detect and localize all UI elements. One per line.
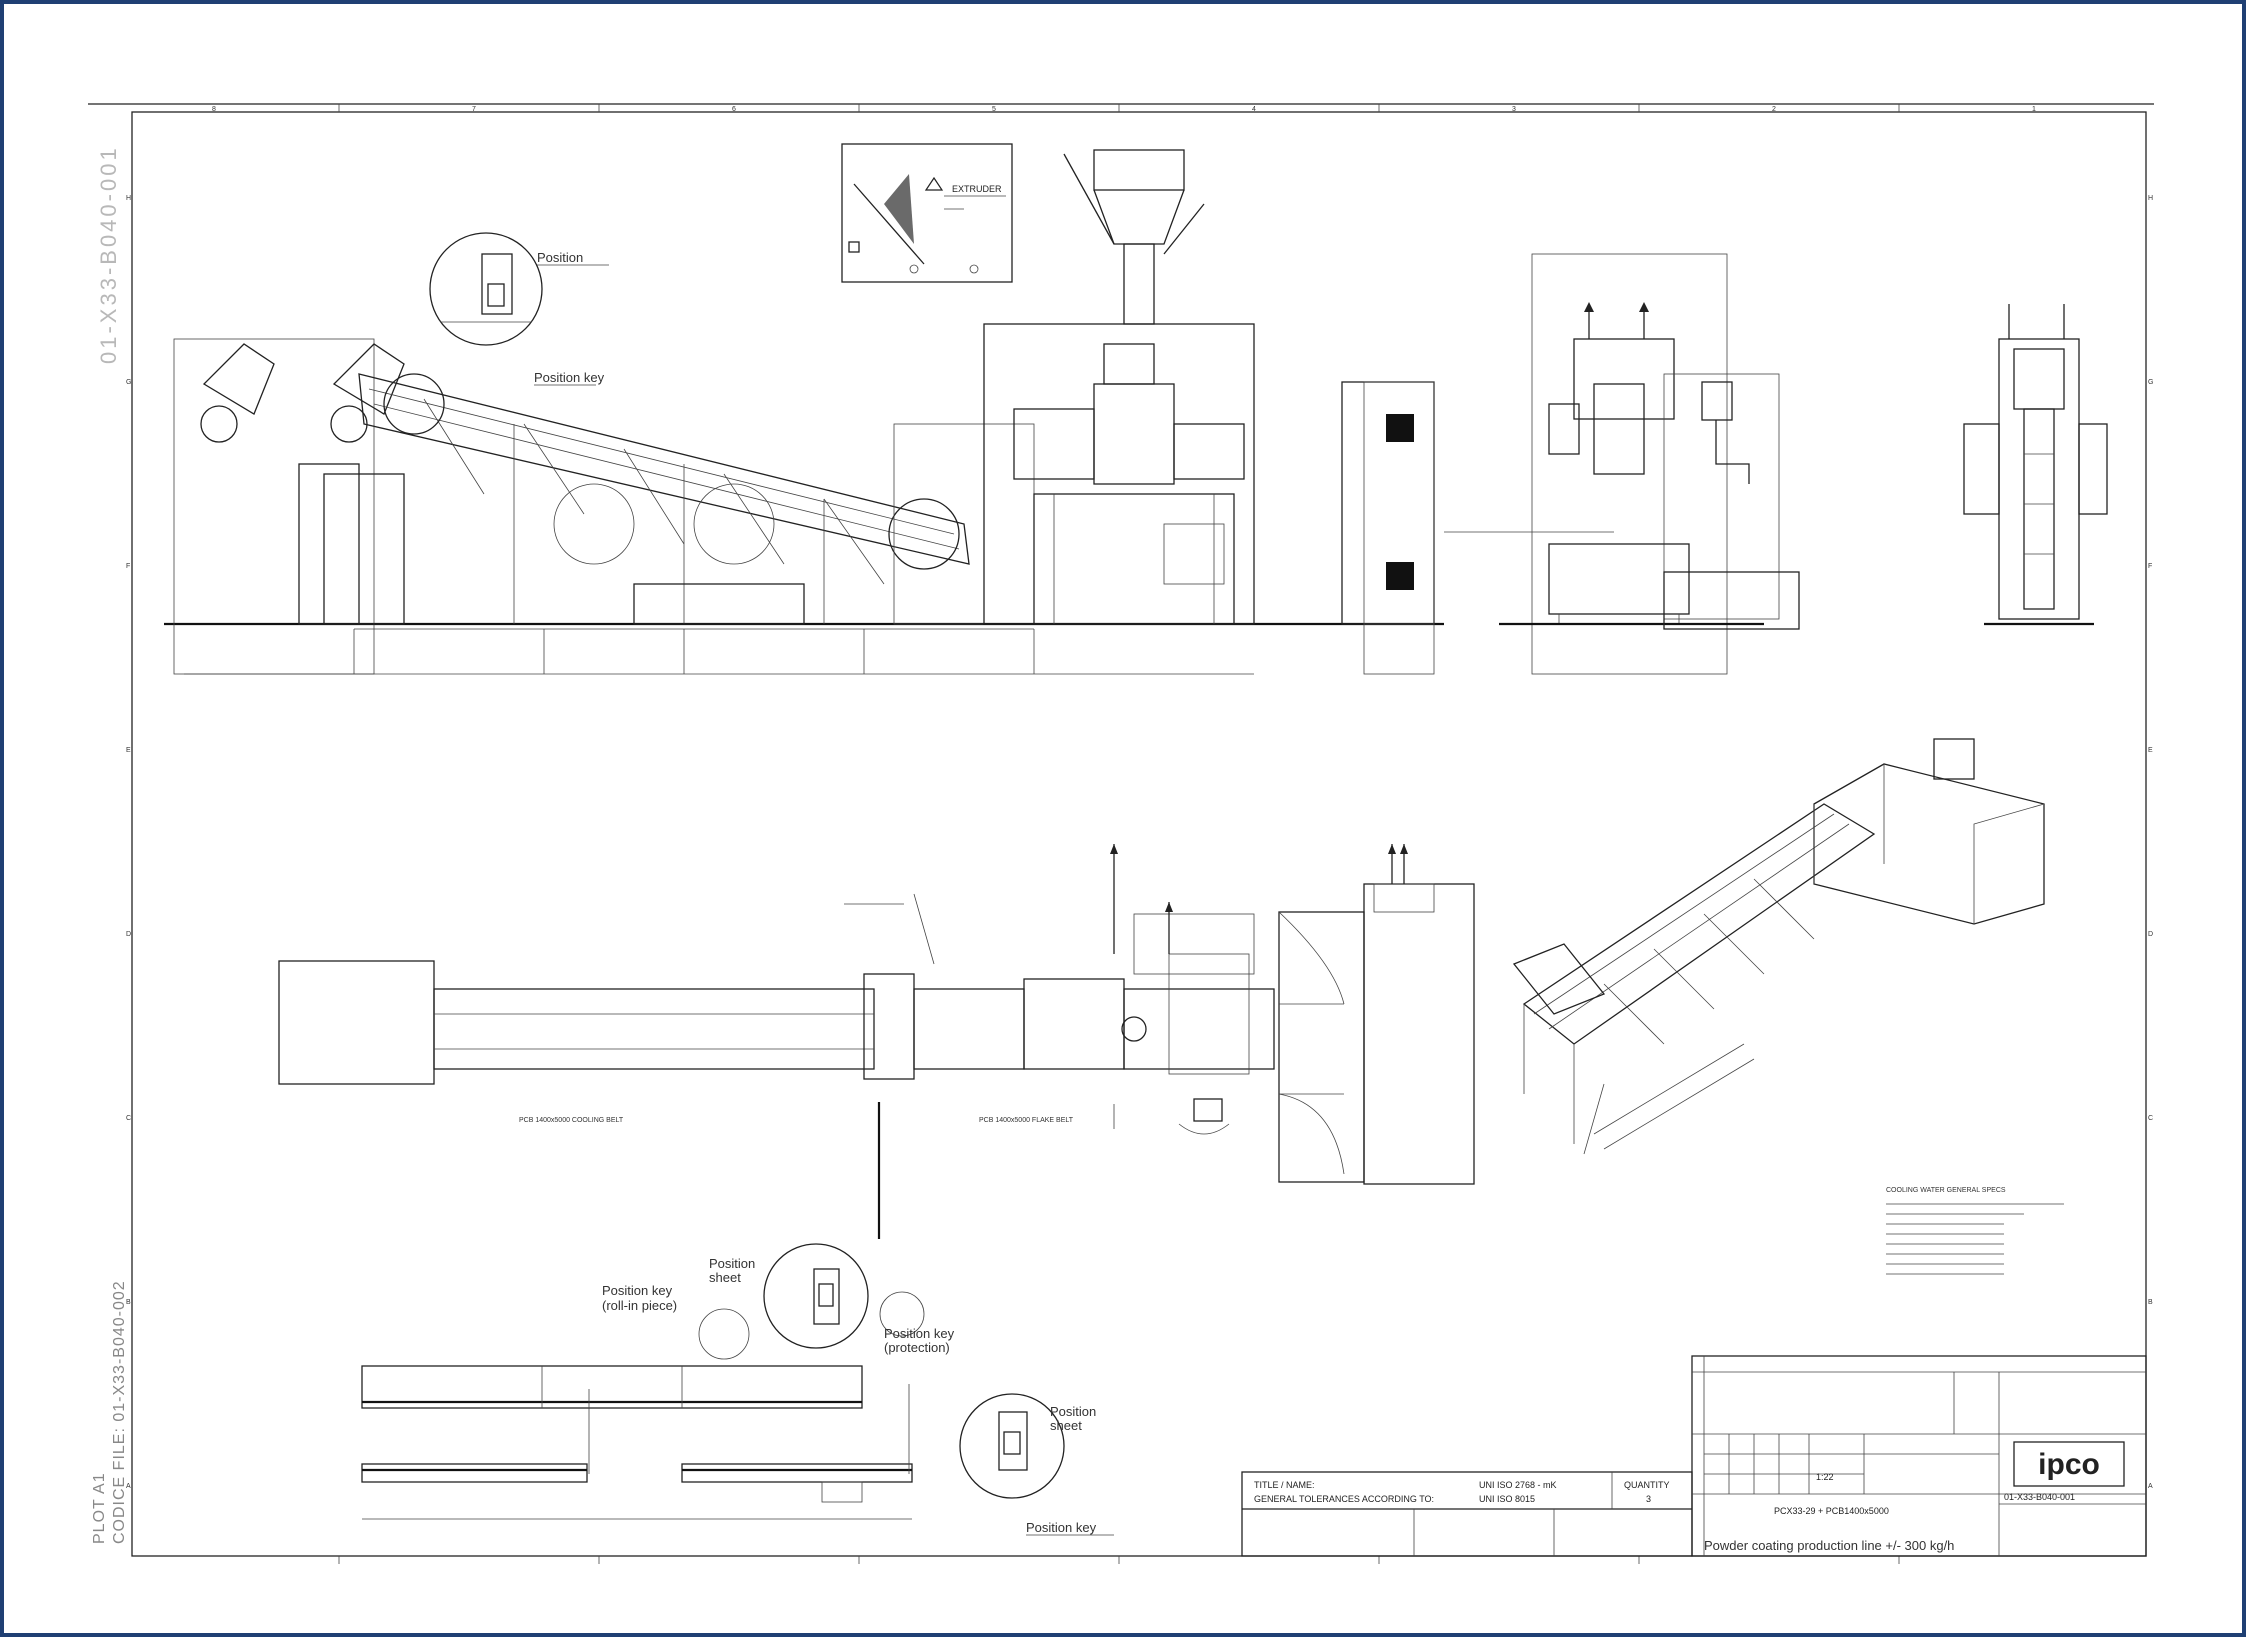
zone-number-4: 4: [1252, 106, 1256, 113]
title-b-value: UNI ISO 8015: [1479, 1494, 1535, 1504]
zone-letter-left-a: A: [126, 1483, 131, 1490]
left-zone-letters: H G F E D C B A: [126, 195, 131, 1490]
title-block: TITLE / NAME: GENERAL TOLERANCES ACCORDI…: [1241, 1355, 2147, 1557]
position-sheet-label-2: Position: [1050, 1404, 1096, 1419]
side-elevation-view: Position key Position: [164, 149, 1444, 675]
drawing-border: [131, 111, 2147, 1557]
zone-number-3: 3: [1512, 106, 1516, 113]
zone-number-5: 5: [992, 106, 996, 113]
zone-letter-left-b: B: [126, 1299, 131, 1306]
zone-number-7: 7: [472, 106, 476, 113]
position-detail-circle: [429, 232, 543, 346]
model-text: PCX33-29 + PCB1400x5000: [1774, 1506, 1889, 1516]
quantity-value: 3: [1646, 1494, 1651, 1504]
position-key-label-bottom: Position key: [1026, 1520, 1097, 1535]
zone-letter-left-c: C: [126, 1115, 131, 1122]
position-sheet-sub: sheet: [709, 1270, 741, 1285]
bottom-detail-views: Position key (roll-in piece) Position sh…: [361, 1243, 1114, 1536]
title-b-label: GENERAL TOLERANCES ACCORDING TO:: [1254, 1494, 1434, 1504]
zone-letter-left-d: D: [126, 931, 131, 938]
flake-belt-label: PCB 1400x5000 FLAKE BELT: [979, 1117, 1074, 1124]
quantity-label: QUANTITY: [1624, 1480, 1670, 1490]
zone-letter-right-e: E: [2148, 747, 2153, 754]
right-zone-letters: H G F E D C B A: [2148, 195, 2153, 1490]
technical-drawing: 8 7 6 5 4 3 2 1 H G F E D C B A H G F E …: [88, 103, 2154, 1564]
position-key-label: Position key: [534, 370, 605, 385]
position-key-protection-sub: (protection): [884, 1340, 950, 1355]
title-a-value: UNI ISO 2768 - mK: [1479, 1480, 1557, 1490]
cooling-water-spec-title: COOLING WATER GENERAL SPECS: [1886, 1187, 2006, 1194]
zone-number-2: 2: [1772, 106, 1776, 113]
ipco-logo: ipco: [2038, 1448, 2100, 1481]
cooling-belt-label: PCB 1400x5000 COOLING BELT: [519, 1117, 624, 1124]
zone-letter-right-c: C: [2148, 1115, 2153, 1122]
plot-label: PLOT A1: [91, 1472, 108, 1544]
front-elevation-view: [1444, 253, 1800, 675]
description-text: Powder coating production line +/- 300 k…: [1704, 1538, 1954, 1553]
vertical-drawing-code: 01-X33-B040-001: [96, 145, 121, 364]
zone-number-6: 6: [732, 106, 736, 113]
zone-letter-right-h: H: [2148, 195, 2153, 202]
position-sheet-label: Position: [709, 1256, 755, 1271]
extruder-detail-box: EXTRUDER: [841, 143, 1013, 283]
logo-box: [2013, 1441, 2125, 1487]
zone-number-8: 8: [212, 106, 216, 113]
position-key-protection-label: Position key: [884, 1326, 955, 1341]
zone-letter-right-g: G: [2148, 379, 2153, 386]
position-key-roll-in-sub: (roll-in piece): [602, 1298, 677, 1313]
zone-letter-left-f: F: [126, 563, 130, 570]
scale-value: 1:22: [1816, 1472, 1834, 1482]
position-key-roll-in-label: Position key: [602, 1283, 673, 1298]
title-a-label: TITLE / NAME:: [1254, 1480, 1315, 1490]
electrical-cabinet: [1341, 381, 1435, 675]
isometric-view: [1512, 738, 2045, 1155]
top-zone-numbers: 8 7 6 5 4 3 2 1: [212, 104, 2036, 113]
cooling-water-specs: COOLING WATER GENERAL SPECS: [1886, 1187, 2064, 1275]
bottom-zone-ticks: [338, 1556, 1900, 1564]
zone-letter-right-d: D: [2148, 931, 2153, 938]
drawing-number: 01-X33-B040-001: [2004, 1492, 2075, 1502]
zone-letter-right-f: F: [2148, 563, 2152, 570]
cad-file-label: CODICE FILE: 01-X33-B040-002: [111, 1280, 128, 1544]
rear-elevation-view: [1963, 304, 2108, 626]
zone-letter-right-b: B: [2148, 1299, 2153, 1306]
zone-letter-left-h: H: [126, 195, 131, 202]
position-sheet-sub-2: sheet: [1050, 1418, 1082, 1433]
zone-letter-left-e: E: [126, 747, 131, 754]
zone-number-1: 1: [2032, 106, 2036, 113]
extruder-label: EXTRUDER: [952, 184, 1002, 194]
position-label: Position: [537, 250, 583, 265]
zone-letter-right-a: A: [2148, 1483, 2153, 1490]
zone-letter-left-g: G: [126, 379, 131, 386]
plan-view: PCB 1400x5000 COOLING BELT PCB 1400x5000…: [278, 844, 1475, 1239]
